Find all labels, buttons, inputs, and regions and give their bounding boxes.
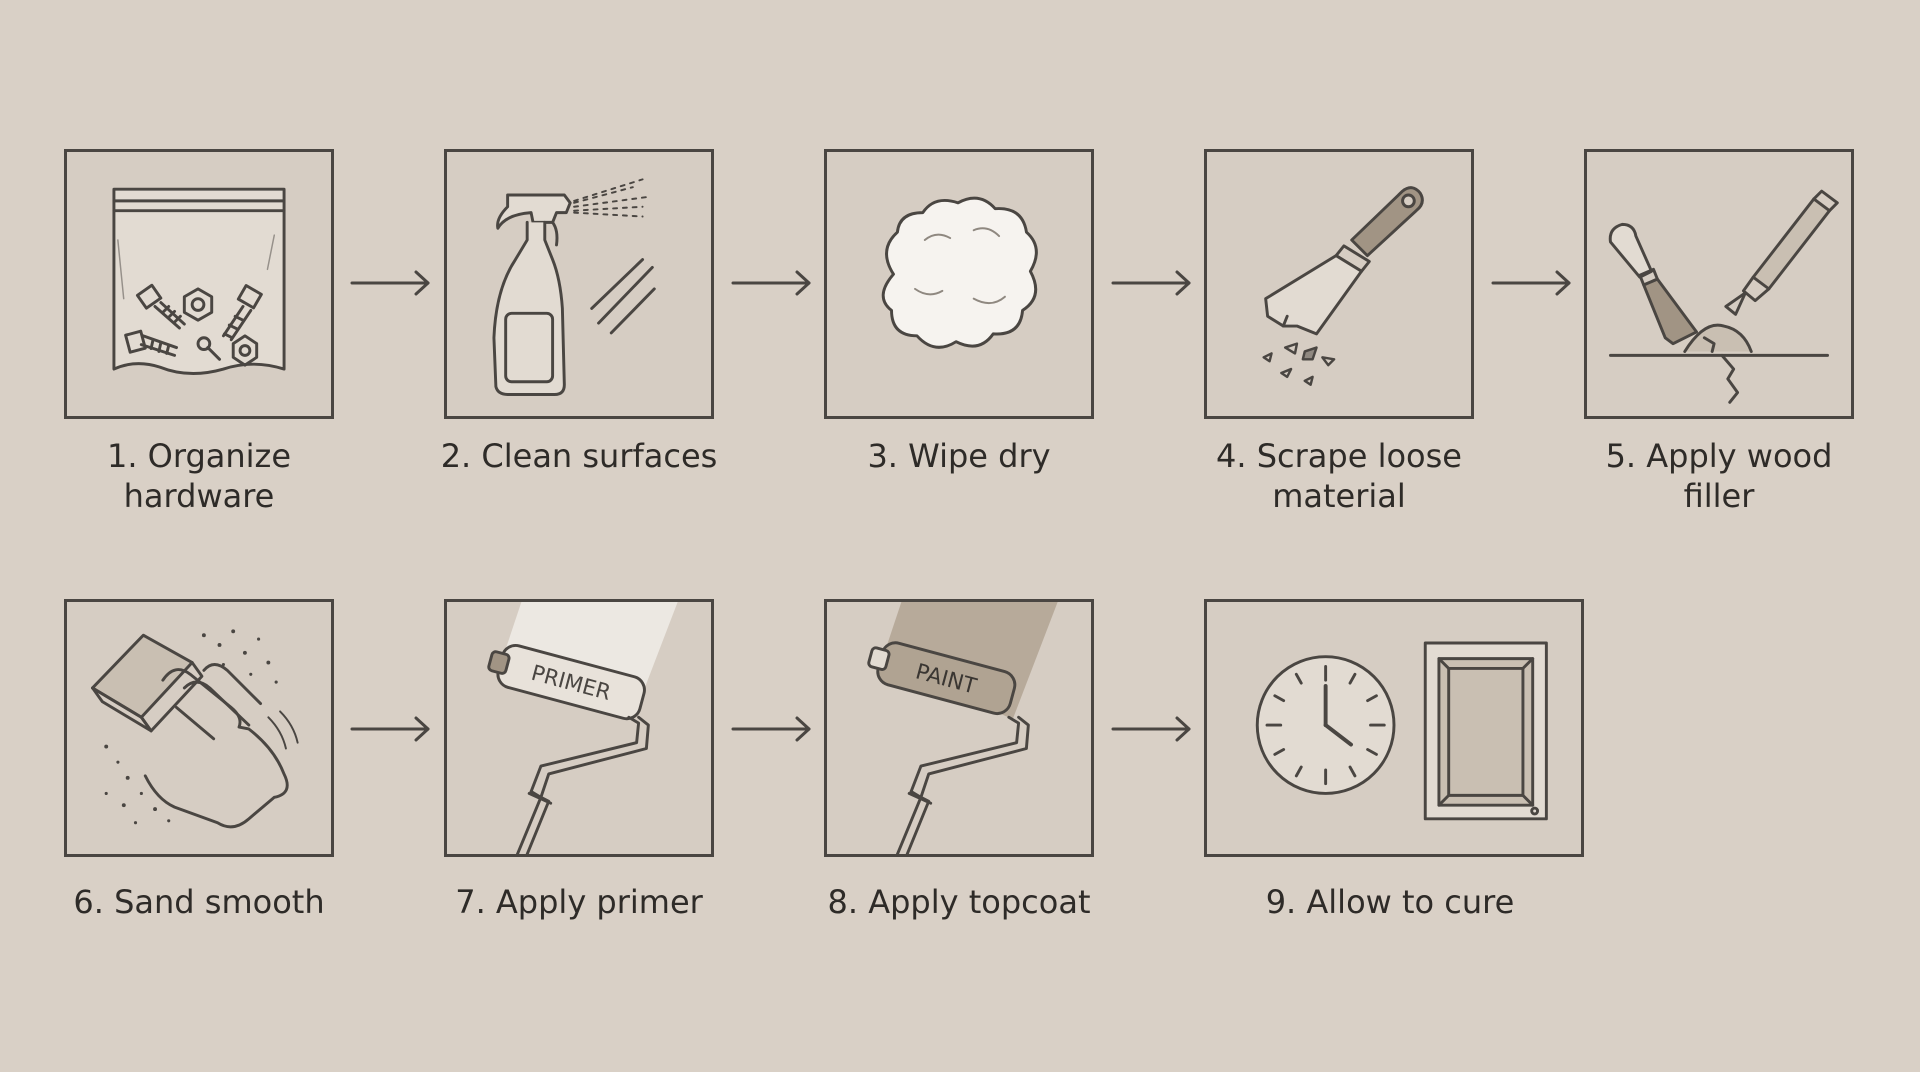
spray-bottle-icon [492, 178, 656, 396]
step-7-label: 7. Apply primer [455, 883, 703, 921]
step-3-panel [824, 149, 1094, 419]
step-5-label: 5. Apply wood filler [1605, 437, 1833, 515]
step-4-panel [1204, 149, 1474, 419]
step-7-panel: PRIMER [444, 599, 714, 857]
clock-and-door-icon [1255, 641, 1548, 821]
step-6-panel [64, 599, 334, 857]
bag-of-screws-icon [112, 187, 286, 375]
filler-tube-icon [1608, 189, 1839, 404]
paint-roller-icon: PAINT [867, 602, 1058, 854]
step-4-label: 4. Scrape loose material [1216, 437, 1462, 515]
sanding-block-icon [91, 629, 299, 829]
step-8-label: 8. Apply topcoat [827, 883, 1091, 921]
step-3-label: 3. Wipe dry [867, 437, 1051, 475]
arrow-right-icon [731, 716, 811, 742]
cloth-icon [881, 196, 1038, 349]
step-2-label: 2. Clean surfaces [440, 437, 718, 475]
step-1-panel [64, 149, 334, 419]
arrow-right-icon [731, 270, 811, 296]
arrow-right-icon [1491, 270, 1571, 296]
step-9-panel [1204, 599, 1584, 857]
arrow-right-icon [1111, 270, 1191, 296]
step-8-panel: PAINT [824, 599, 1094, 857]
paint-roller-icon: PRIMER [487, 602, 678, 854]
step-9-label: 9. Allow to cure [1265, 883, 1515, 921]
step-6-label: 6. Sand smooth [73, 883, 325, 921]
putty-knife-icon [1262, 186, 1424, 386]
arrow-right-icon [350, 270, 430, 296]
step-1-label: 1. Organize hardware [106, 437, 292, 515]
arrow-right-icon [350, 716, 430, 742]
step-2-panel [444, 149, 714, 419]
step-5-panel [1584, 149, 1854, 419]
arrow-right-icon [1111, 716, 1191, 742]
